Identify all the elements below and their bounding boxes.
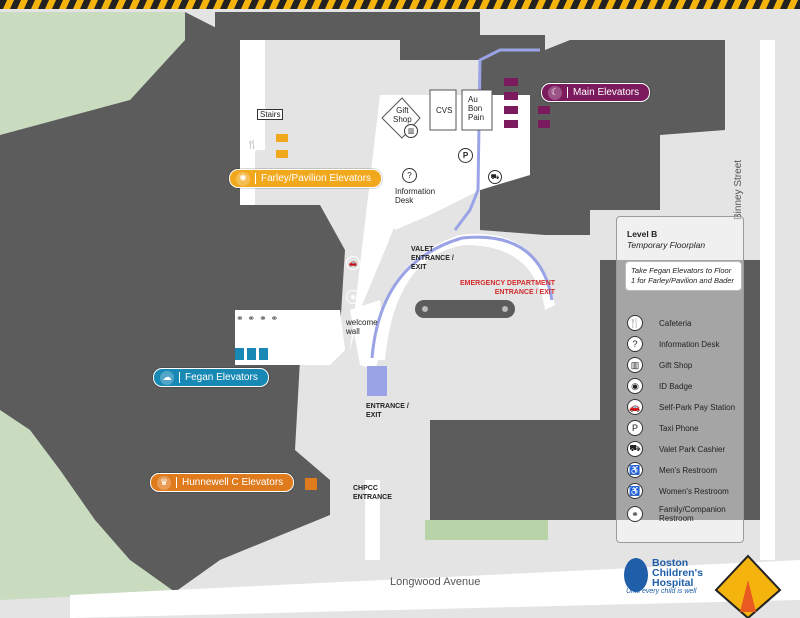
main-elevator-blocks xyxy=(504,78,550,128)
building-west xyxy=(0,12,345,592)
grass-area-2 xyxy=(0,410,175,600)
emergency-island xyxy=(415,300,515,318)
valet-icon: ⛟ xyxy=(488,170,502,184)
main-elevators-label: Main Elevators xyxy=(573,87,640,98)
question-icon: ? xyxy=(627,336,643,352)
legend-item: ▥ Gift Shop xyxy=(627,356,692,374)
moon-star-icon: ☾ xyxy=(548,85,562,100)
taxi-phone-icon: P xyxy=(627,420,643,436)
binney-street-label: Binney Street xyxy=(733,159,744,220)
fegan-elevators-pill[interactable]: ☁ Fegan Elevators xyxy=(153,368,269,387)
cvs-label: CVS xyxy=(436,106,453,115)
legend-item-label: Information Desk xyxy=(659,339,720,349)
main-elevators-pill[interactable]: ☾ Main Elevators xyxy=(541,83,651,102)
longwood-avenue-label: Longwood Avenue xyxy=(390,576,481,588)
au-bon-pain-label: Au Bon Pain xyxy=(468,95,485,122)
legend-item-label: Self-Park Pay Station xyxy=(659,402,736,412)
legend-item-label: Gift Shop xyxy=(659,360,693,370)
grass-area xyxy=(0,12,185,135)
farley-elevator-blocks xyxy=(276,134,288,158)
hospital-tagline: Until every child is well xyxy=(626,588,697,595)
building-main xyxy=(480,35,725,235)
building-southeast xyxy=(430,420,600,520)
fork-knife-icon: 🍴 xyxy=(244,136,260,152)
au-bon-pain-box xyxy=(461,89,493,131)
car-icon: 🚗 xyxy=(346,256,360,270)
entrance-ramp xyxy=(367,366,387,396)
legend-item-label: Cafeteria xyxy=(659,318,692,328)
gift-icon: ▥ xyxy=(627,357,643,373)
legend-note: Take Fegan Elevators to Floor 1 for Farl… xyxy=(625,261,742,291)
hat-icon: ♛ xyxy=(157,475,171,490)
entrance-drive xyxy=(370,233,555,360)
fegan-elevator-blocks xyxy=(235,348,268,360)
hunnewell-elevator-block xyxy=(305,478,317,490)
restroom-icons: ⚭⚭⚭⚭ xyxy=(236,313,283,323)
legend-subtitle: Temporary Floorplan xyxy=(627,240,706,250)
cloud-icon: ☁ xyxy=(160,370,174,385)
legend-item: ♿ Women's Restroom xyxy=(627,482,729,500)
hospital-name: Boston Children's Hospital xyxy=(652,557,703,589)
farley-elevators-label: Farley/Pavilion Elevators xyxy=(261,173,372,184)
hunnewell-elevators-pill[interactable]: ♛ Hunnewell C Elevators xyxy=(150,473,295,492)
id-badge-icon: ◉ xyxy=(346,290,360,304)
welcome-wall-label: welcome wall xyxy=(346,318,378,336)
legend-item: ⚭ Family/Companion Restroom xyxy=(627,505,729,523)
legend-item-label: Valet Park Cashier xyxy=(659,444,726,454)
valet-path xyxy=(370,235,554,359)
legend-item: ? Information Desk xyxy=(627,335,719,353)
hunnewell-elevators-label: Hunnewell C Elevators xyxy=(182,477,284,488)
legend-title: Level B xyxy=(627,229,658,239)
traffic-cone-icon xyxy=(740,580,756,612)
taxi-phone-icon: P xyxy=(458,148,473,163)
mens-restroom-icon: ♿ xyxy=(627,462,643,478)
grass-patch xyxy=(425,520,548,540)
hospital-seal-icon xyxy=(624,558,648,592)
legend-item: P Taxi Phone xyxy=(627,419,699,437)
car-icon: 🚗 xyxy=(627,399,643,415)
family-restroom-icon: ⚭ xyxy=(627,506,643,522)
gift-shop-label: Gift Shop xyxy=(393,106,412,124)
valet-entrance-label: VALET ENTRANCE / EXIT xyxy=(411,246,454,271)
hospital-logo: Boston Children's Hospital Until every c… xyxy=(624,556,716,598)
id-badge-icon: ◉ xyxy=(627,378,643,394)
legend-item-label: ID Badge xyxy=(659,381,693,391)
farley-elevators-pill[interactable]: ✺ Farley/Pavilion Elevators xyxy=(229,169,383,188)
entrance-exit-label: ENTRANCE / EXIT xyxy=(366,403,409,419)
legend-item: 🚗 Self-Park Pay Station xyxy=(627,398,735,416)
gift-icon: ▥ xyxy=(404,124,418,138)
legend-item-label: Women's Restroom xyxy=(659,486,729,496)
south-drive xyxy=(365,480,380,560)
caution-strip xyxy=(0,0,800,9)
emergency-entrance-label: EMERGENCY DEPARTMENT ENTRANCE / EXIT xyxy=(460,280,556,296)
map-legend: Level B Temporary Floorplan Take Fegan E… xyxy=(616,216,744,543)
legend-item: 🍴 Cafeteria xyxy=(627,314,691,332)
valet-icon: ⛟ xyxy=(627,441,643,457)
legend-item: ♿ Men's Restroom xyxy=(627,461,717,479)
road-south xyxy=(70,560,800,618)
legend-item: ◉ ID Badge xyxy=(627,377,692,395)
question-icon: ? xyxy=(402,168,417,183)
building-north xyxy=(215,12,480,60)
road-east xyxy=(760,40,775,560)
legend-item: ⛟ Valet Park Cashier xyxy=(627,440,725,458)
womens-restroom-icon: ♿ xyxy=(627,483,643,499)
fegan-elevators-label: Fegan Elevators xyxy=(185,372,258,383)
sun-icon: ✺ xyxy=(236,171,250,186)
cvs-box xyxy=(429,89,457,131)
corridor-north xyxy=(240,40,265,205)
legend-item-label: Family/Companion Restroom xyxy=(659,505,726,523)
legend-item-label: Taxi Phone xyxy=(659,423,699,433)
stairs-label: Stairs xyxy=(257,109,284,120)
fork-knife-icon: 🍴 xyxy=(627,315,643,331)
information-desk-label: Information Desk xyxy=(395,187,436,205)
legend-item-label: Men's Restroom xyxy=(659,465,717,475)
chpcc-entrance-label: CHPCC ENTRANCE xyxy=(353,485,392,501)
